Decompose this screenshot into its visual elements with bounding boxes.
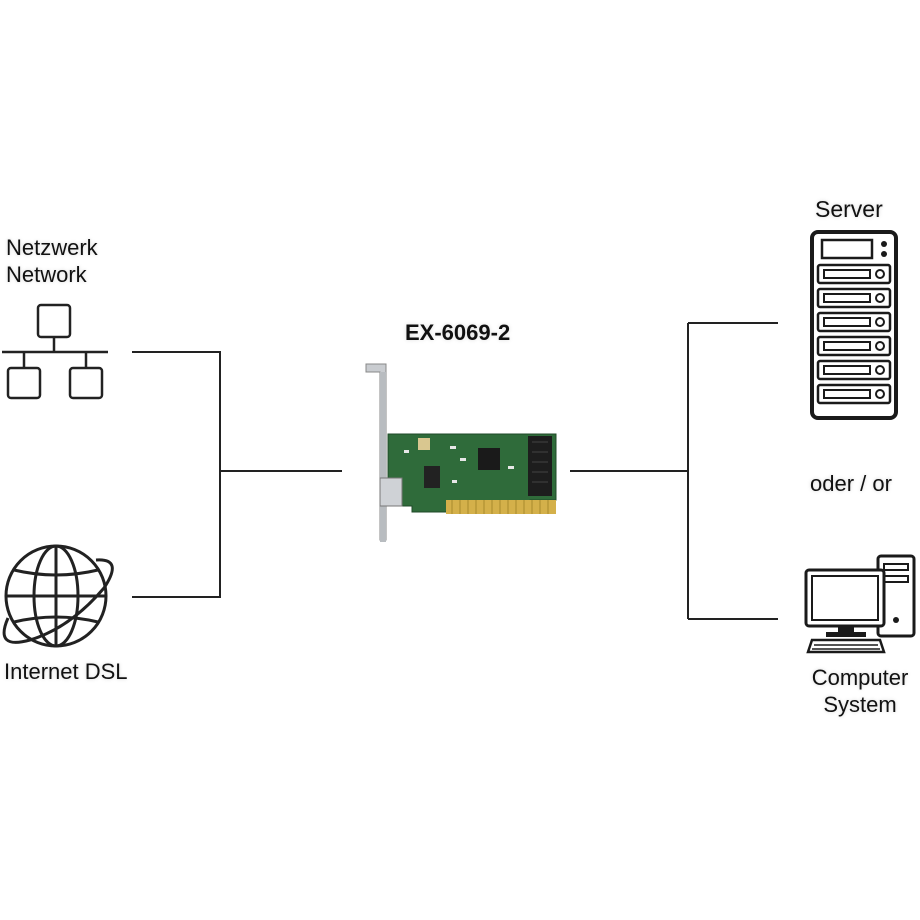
server-label: Server bbox=[815, 196, 883, 222]
network-link bbox=[132, 351, 221, 471]
internet-link bbox=[132, 471, 221, 598]
card-model-title: EX-6069-2 bbox=[405, 320, 511, 345]
internet-label: Internet DSL bbox=[4, 659, 128, 684]
network-label: Netzwerk Network bbox=[6, 234, 98, 288]
computer-label-line1: Computer bbox=[811, 665, 909, 690]
computer-label: Computer System bbox=[801, 664, 919, 718]
computer-label-line2: System bbox=[823, 692, 897, 717]
network-label-line2: Network bbox=[6, 262, 87, 287]
network-label-line1: Netzwerk bbox=[6, 235, 98, 260]
separator-label: oder / or bbox=[810, 471, 892, 496]
